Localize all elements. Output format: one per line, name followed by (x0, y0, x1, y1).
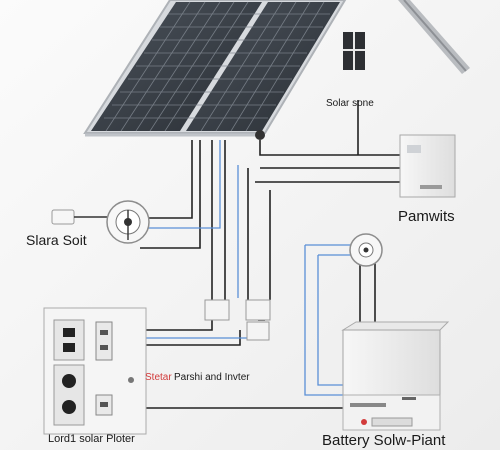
black-wires (110, 100, 405, 409)
house-window (343, 32, 365, 70)
breaker-panel-icon (43, 307, 147, 435)
connector-icon (51, 209, 110, 225)
roof (398, 0, 470, 74)
label-inverter: Parshi and Invter (174, 372, 250, 383)
battery-icon (341, 321, 450, 431)
label-slara-soit: Slara Soit (26, 232, 87, 248)
label-pamwits: Pamwits (398, 208, 455, 225)
label-lord-plotter: Lord1 solar Ploter (48, 433, 135, 445)
inverter-box-icon (399, 134, 456, 198)
solar-panel-icon (83, 0, 347, 140)
meter-right-icon (349, 233, 383, 267)
junction-box-icon (204, 299, 271, 341)
meter-icon (106, 200, 150, 244)
label-battery: Battery Solw-Piant (322, 432, 446, 449)
label-solar-zone: Solar sone (326, 98, 374, 109)
label-inverter-prefix: Stetar (145, 372, 172, 383)
